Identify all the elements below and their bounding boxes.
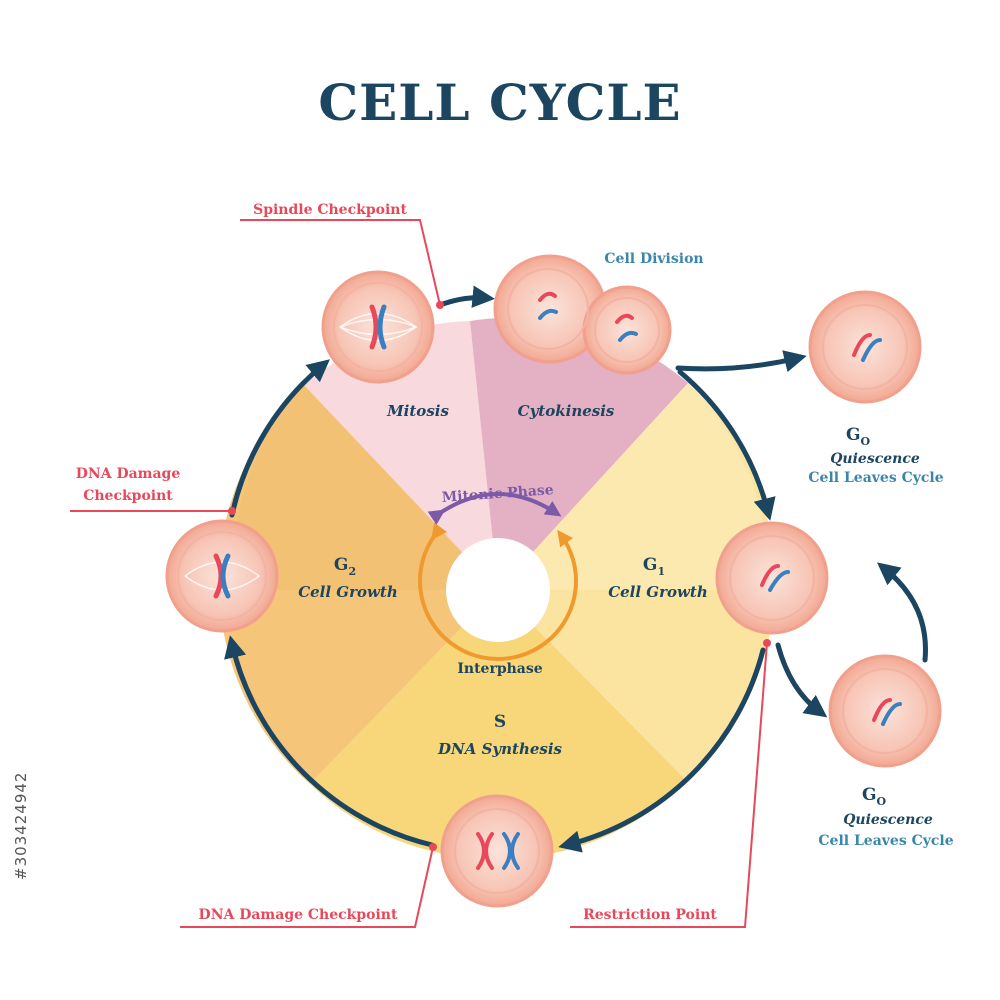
wedge-g1 bbox=[498, 383, 776, 781]
cell-cytokinesis bbox=[493, 254, 672, 375]
dna-damage-checkpoint-bottom-label: DNA Damage Checkpoint bbox=[199, 907, 398, 923]
svg-text:GO: GO bbox=[846, 425, 871, 448]
cycle-arrows bbox=[224, 285, 928, 853]
g1-label: G1 Cell Growth bbox=[608, 555, 708, 601]
checkpoint-lines bbox=[70, 219, 768, 928]
svg-text:GO: GO bbox=[862, 785, 887, 808]
dna-damage-checkpoint-top-line1: DNA Damage bbox=[76, 466, 181, 482]
arrow-g1-to-s bbox=[558, 647, 766, 853]
spindle-checkpoint-label: Spindle Checkpoint bbox=[253, 202, 407, 218]
arrow-mitosis-to-cytokinesis bbox=[437, 285, 495, 308]
stock-id: #303424942 bbox=[12, 772, 30, 880]
cell-mitosis bbox=[321, 270, 435, 384]
mitotic-arrow bbox=[427, 492, 562, 525]
svg-text:G2: G2 bbox=[334, 555, 356, 578]
restriction-point-label: Restriction Point bbox=[583, 907, 717, 923]
spindle-dot bbox=[436, 301, 444, 309]
svg-text:Quiescence: Quiescence bbox=[830, 451, 920, 467]
cell-g2 bbox=[165, 519, 279, 633]
arrow-g2-to-mitosis bbox=[229, 359, 330, 518]
g2-desc: Cell Growth bbox=[298, 583, 398, 601]
g2-label: G2 Cell Growth bbox=[298, 555, 398, 601]
wedge-g2 bbox=[218, 385, 498, 784]
cell-division-label: Cell Division bbox=[604, 251, 703, 267]
cell-g0-bottom bbox=[828, 654, 942, 768]
cell-g0-top bbox=[808, 290, 922, 404]
spindle-leader bbox=[240, 219, 441, 306]
mitosis-label: Mitosis bbox=[386, 402, 449, 420]
g0-bottom-label: GO Quiescence Cell Leaves Cycle bbox=[818, 785, 953, 849]
arrow-s-to-g2 bbox=[224, 635, 435, 848]
svg-text:G1: G1 bbox=[643, 555, 665, 578]
cell-g1 bbox=[715, 521, 829, 635]
interphase-label: Interphase bbox=[457, 661, 542, 677]
svg-text:Quiescence: Quiescence bbox=[843, 812, 933, 828]
g1-desc: Cell Growth bbox=[608, 583, 708, 601]
arrow-g0-back bbox=[876, 562, 928, 663]
diagram-title: CELL CYCLE bbox=[318, 73, 681, 132]
cell-s bbox=[440, 794, 554, 908]
interphase-arrow bbox=[418, 522, 578, 661]
mitotic-phase-label: Mitonic Phase bbox=[441, 482, 554, 506]
dna-damage-top-dot bbox=[228, 507, 236, 515]
g0-top-label: GO Quiescence Cell Leaves Cycle bbox=[808, 425, 943, 486]
restriction-leader bbox=[570, 642, 768, 928]
dna-damage-bottom-dot bbox=[429, 843, 437, 851]
wedge-s bbox=[310, 590, 687, 860]
arrow-division-to-g1 bbox=[677, 369, 776, 521]
dna-damage-bottom-leader bbox=[180, 846, 434, 928]
restriction-dot bbox=[763, 639, 771, 647]
svg-text:Cell Leaves Cycle: Cell Leaves Cycle bbox=[808, 470, 943, 486]
center-hole bbox=[446, 538, 550, 642]
dna-damage-checkpoint-top-line2: Checkpoint bbox=[83, 488, 173, 504]
arrow-to-g0-top bbox=[675, 350, 807, 373]
cytokinesis-label: Cytokinesis bbox=[518, 402, 615, 420]
svg-text:Cell Leaves Cycle: Cell Leaves Cycle bbox=[818, 833, 953, 849]
s-desc: DNA Synthesis bbox=[437, 740, 563, 758]
s-label: S bbox=[494, 712, 506, 732]
arrow-to-g0-bottom bbox=[775, 642, 828, 718]
